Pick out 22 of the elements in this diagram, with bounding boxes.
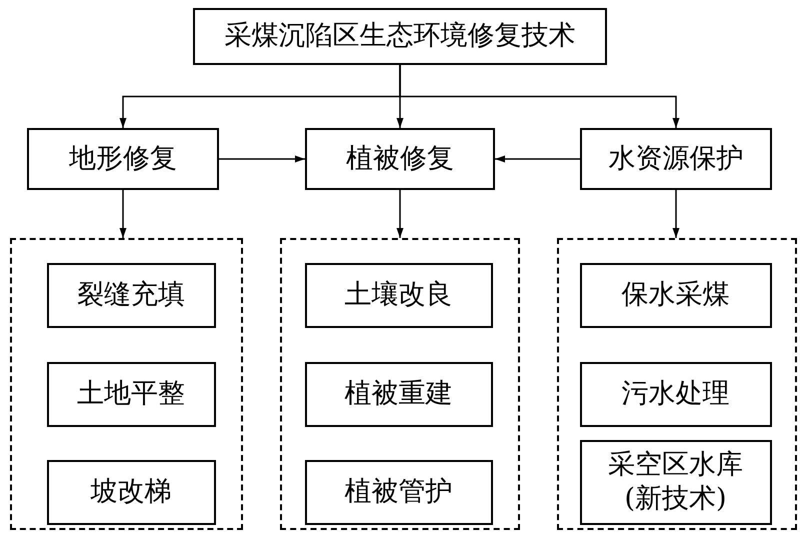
- process-box: 植被管护: [304, 460, 492, 524]
- process-box: 裂缝充填: [46, 262, 216, 328]
- dashed-group-box: [10, 238, 243, 530]
- arrow: [120, 190, 126, 238]
- arrow: [495, 156, 580, 162]
- process-box: 保水采煤: [580, 262, 772, 328]
- arrow: [396, 190, 404, 238]
- arrow: [399, 65, 680, 128]
- process-box: 土壤改良: [304, 262, 492, 328]
- process-box: 地形修复: [27, 128, 219, 190]
- process-box: 污水处理: [580, 362, 772, 426]
- process-box: 坡改梯: [46, 460, 216, 524]
- arrow: [672, 190, 680, 238]
- process-box: 采煤沉陷区生态环境修复技术: [193, 8, 607, 65]
- process-box: 水资源保护: [580, 128, 772, 190]
- process-box: 土地平整: [46, 362, 216, 426]
- dashed-group-box: [557, 238, 797, 530]
- process-box: 植被修复: [305, 128, 495, 190]
- process-box: 采空区水库(新技术): [580, 440, 772, 524]
- process-box: 植被重建: [304, 362, 492, 426]
- arrow: [219, 156, 305, 162]
- dashed-group-box: [280, 238, 520, 530]
